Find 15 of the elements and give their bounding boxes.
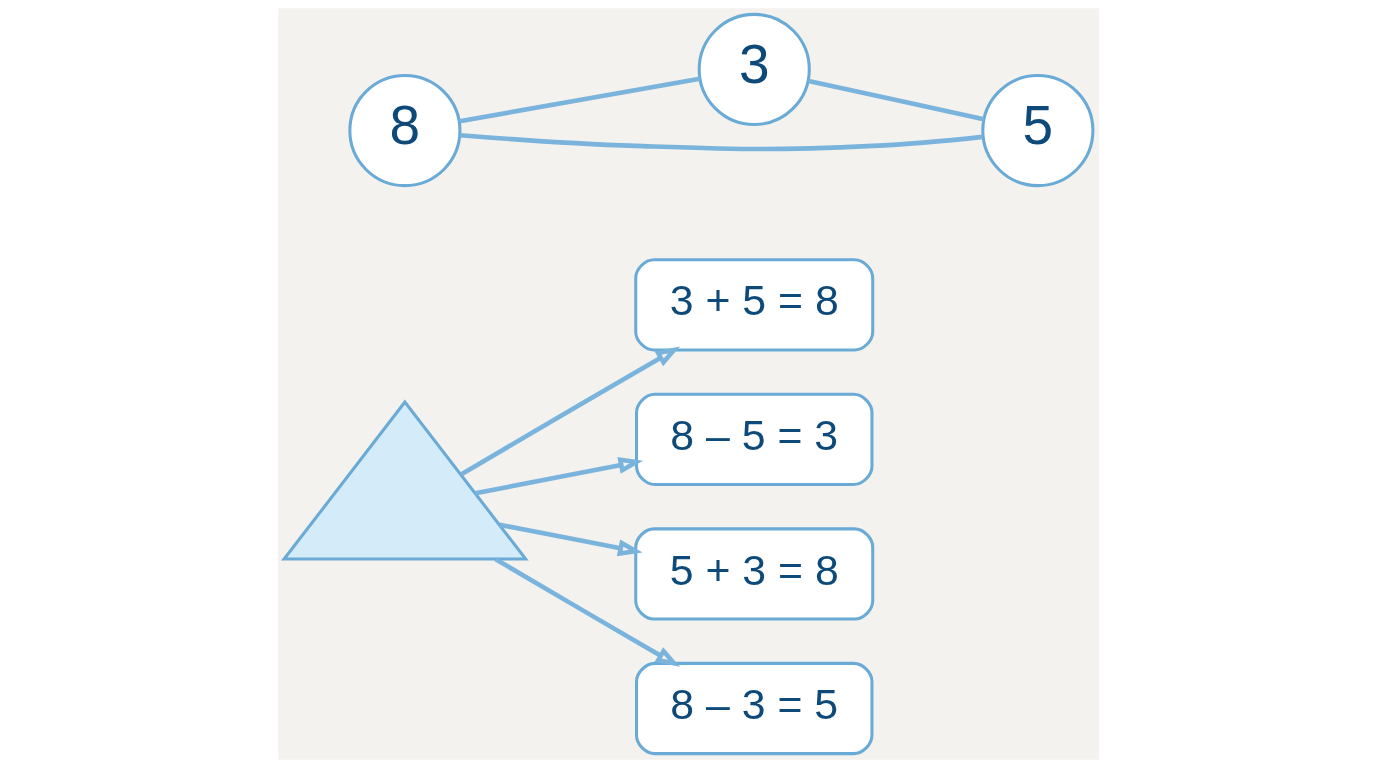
node-circle: 5 (980, 74, 1094, 188)
connector (458, 76, 700, 124)
connector (807, 78, 984, 122)
arrow (459, 346, 680, 477)
arrow (498, 522, 643, 557)
node-box: 5 + 3 = 8 (633, 527, 874, 621)
connector (459, 132, 983, 152)
node-box: 8 – 3 = 5 (634, 661, 873, 756)
node-circle: 3 (697, 12, 811, 126)
node-triangle (280, 399, 529, 561)
node-circle: 8 (347, 74, 461, 188)
arrow (474, 456, 643, 496)
arrow (493, 557, 680, 667)
node-box: 3 + 5 = 8 (633, 258, 874, 352)
node-box: 8 – 5 = 3 (634, 392, 873, 487)
